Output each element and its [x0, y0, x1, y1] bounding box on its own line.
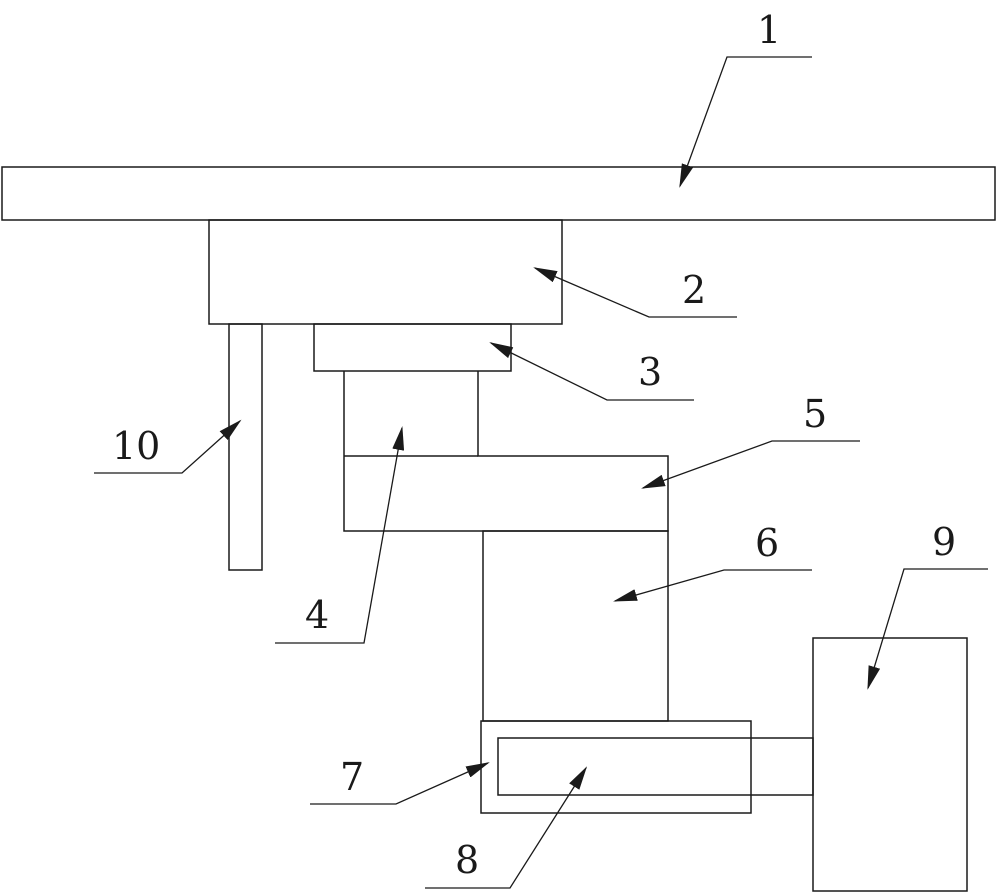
part-8-shaft — [497, 737, 814, 796]
leader-5 — [641, 440, 860, 489]
part-2-block — [208, 219, 563, 325]
leader-7 — [310, 762, 490, 805]
part-10-bar — [228, 323, 263, 571]
label-7: 7 — [340, 755, 364, 799]
part-3-block — [313, 323, 512, 372]
leader-3 — [489, 342, 694, 401]
leader-1 — [679, 56, 812, 188]
label-3: 3 — [638, 350, 662, 394]
label-10: 10 — [112, 424, 160, 468]
label-6: 6 — [755, 521, 779, 565]
leader-2 — [533, 267, 737, 318]
leader-8 — [425, 766, 588, 889]
label-5: 5 — [803, 392, 827, 436]
part-9-block — [812, 637, 968, 892]
label-8: 8 — [455, 838, 479, 882]
leader-9 — [867, 568, 988, 690]
part-7-housing — [480, 720, 752, 814]
leader-6 — [613, 569, 812, 602]
label-2: 2 — [682, 268, 706, 312]
part-1-plate — [1, 166, 996, 221]
label-1: 1 — [757, 8, 781, 52]
label-9: 9 — [932, 520, 956, 564]
leader-10 — [94, 419, 242, 474]
label-4: 4 — [305, 593, 329, 637]
part-6-column — [482, 530, 669, 722]
part-4-frame — [343, 371, 669, 532]
leader-4 — [275, 426, 405, 644]
